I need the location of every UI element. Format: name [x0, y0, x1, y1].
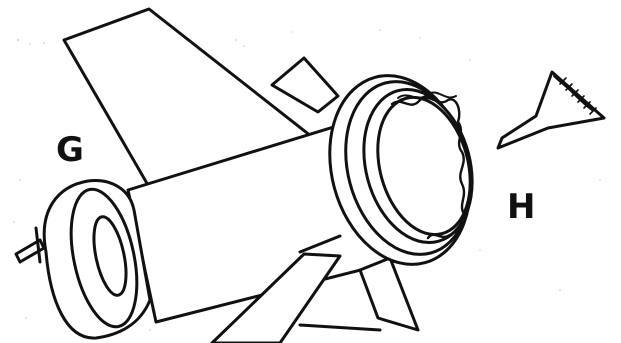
rear-fin-top: [272, 58, 338, 112]
callout-g: G: [56, 133, 84, 167]
nose-pin: [16, 228, 44, 262]
glue-spreader: [498, 72, 604, 148]
callout-h: H: [507, 190, 535, 224]
